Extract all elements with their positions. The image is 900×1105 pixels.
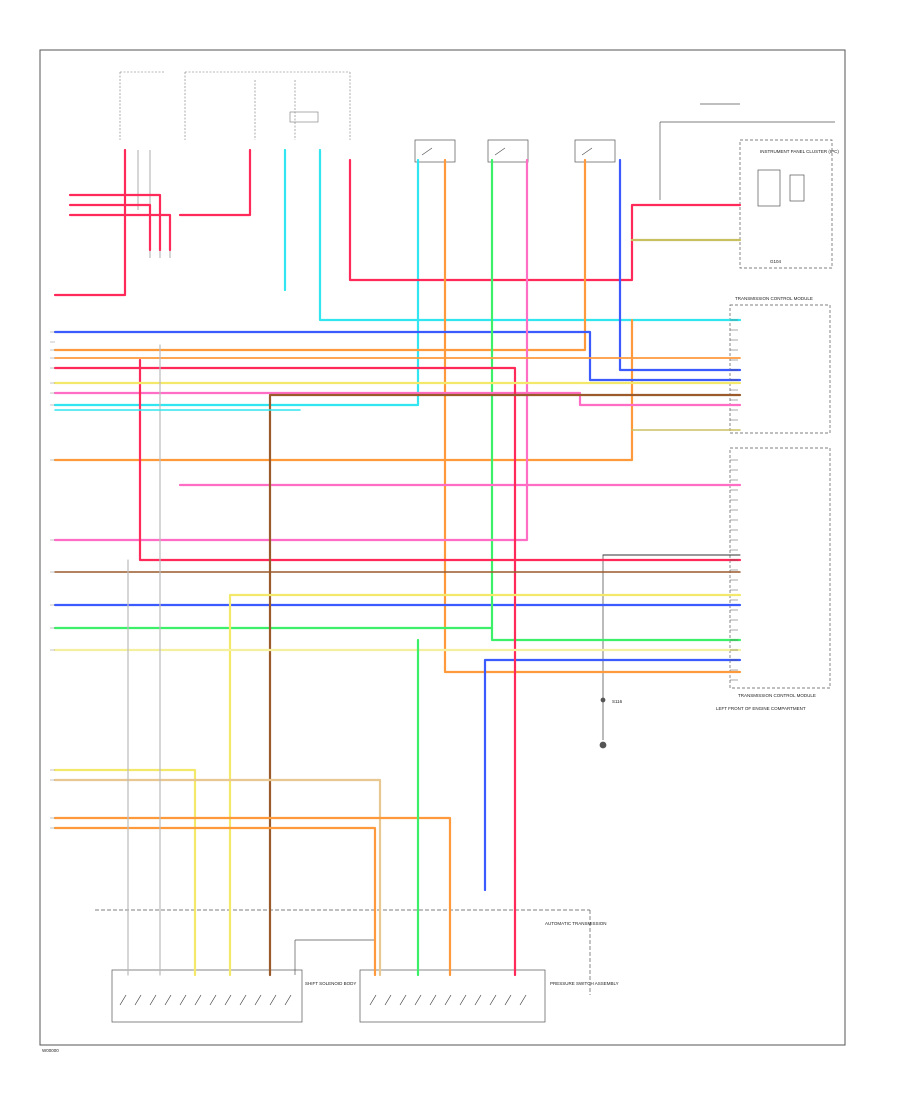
wire-cyan-2 bbox=[318, 148, 742, 322]
top-fuse-block bbox=[119, 71, 351, 140]
splice-label: S116 bbox=[612, 699, 623, 704]
wire-blue-1 bbox=[618, 158, 742, 372]
wire-blue-2 bbox=[53, 330, 742, 382]
wire-pink-1 bbox=[53, 158, 529, 542]
wire-yellow-2 bbox=[53, 768, 197, 977]
wire-cyan-3 bbox=[53, 158, 420, 407]
wire-red-2 bbox=[68, 193, 162, 252]
diagram-frame bbox=[39, 49, 846, 1046]
wire-red-mid-1 bbox=[53, 366, 517, 862]
tcm-upper-label: TRANSMISSION CONTROL MODULE bbox=[735, 296, 813, 301]
footer-code: W00000 bbox=[42, 1048, 59, 1053]
relay-boxes bbox=[414, 139, 616, 163]
tcm-lower-sublabel: LEFT FRONT OF ENGINE COMPARTMENT bbox=[716, 706, 806, 711]
automatic-transmission-label: AUTOMATIC TRANSMISSION bbox=[545, 921, 607, 926]
wire-red-5 bbox=[178, 148, 252, 217]
wire-brown bbox=[268, 393, 742, 977]
wire-blue-4 bbox=[483, 658, 742, 892]
wires bbox=[53, 148, 742, 977]
tcm-lower-box bbox=[729, 447, 831, 689]
wire-red-long bbox=[348, 158, 742, 282]
wire-yellow-3 bbox=[228, 593, 742, 977]
wire-orange-2 bbox=[53, 318, 634, 462]
wire-green-1 bbox=[490, 158, 742, 642]
instrument-cluster-label: INSTRUMENT PANEL CLUSTER (IPC) bbox=[760, 149, 839, 154]
wire-orange-bottom-2 bbox=[53, 826, 377, 977]
instrument-cluster-box bbox=[659, 103, 835, 269]
ground-splice-lower bbox=[599, 555, 607, 749]
tcm-pins bbox=[730, 319, 738, 681]
ground-label: G104 bbox=[770, 259, 782, 264]
solenoid-body-label: SHIFT SOLENOID BODY bbox=[305, 981, 356, 986]
wire-tan-2 bbox=[53, 778, 382, 977]
wire-red-4 bbox=[68, 213, 172, 252]
tcm-lower-label: TRANSMISSION CONTROL MODULE bbox=[738, 693, 816, 698]
wire-red-1 bbox=[53, 148, 127, 297]
solenoid-switches bbox=[119, 994, 527, 1006]
wire-orange-bottom-1 bbox=[53, 816, 452, 977]
wire-pink-3 bbox=[53, 391, 742, 407]
wire-red-3 bbox=[68, 203, 152, 252]
tcm-upper-box bbox=[729, 304, 831, 434]
pressure-switch-label: PRESSURE SWITCH ASSEMBLY bbox=[550, 981, 619, 986]
wire-orange-1 bbox=[53, 158, 587, 352]
wire-orange-3 bbox=[443, 158, 742, 674]
left-pins bbox=[50, 331, 55, 829]
wire-red-mid-2 bbox=[138, 358, 742, 562]
